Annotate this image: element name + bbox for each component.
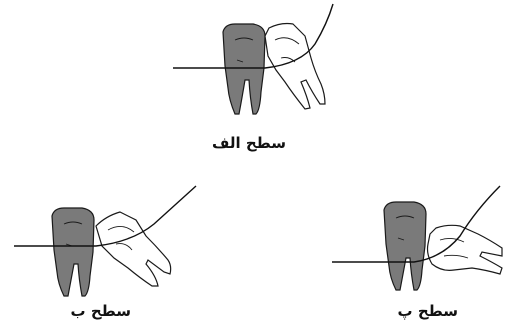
figure-surface-be xyxy=(10,180,200,300)
figure-surface-pe xyxy=(318,176,508,300)
figure-surface-alef xyxy=(165,0,345,125)
tilted-molar xyxy=(96,212,171,286)
erect-molar xyxy=(52,208,94,296)
caption-surface-alef: سطح الف xyxy=(230,134,286,152)
erect-molar xyxy=(223,24,265,114)
erect-molar xyxy=(384,202,426,290)
caption-surface-pe: سطح پ xyxy=(402,302,458,320)
caption-surface-be: سطح ب xyxy=(75,302,131,320)
tilted-molar xyxy=(428,225,503,274)
